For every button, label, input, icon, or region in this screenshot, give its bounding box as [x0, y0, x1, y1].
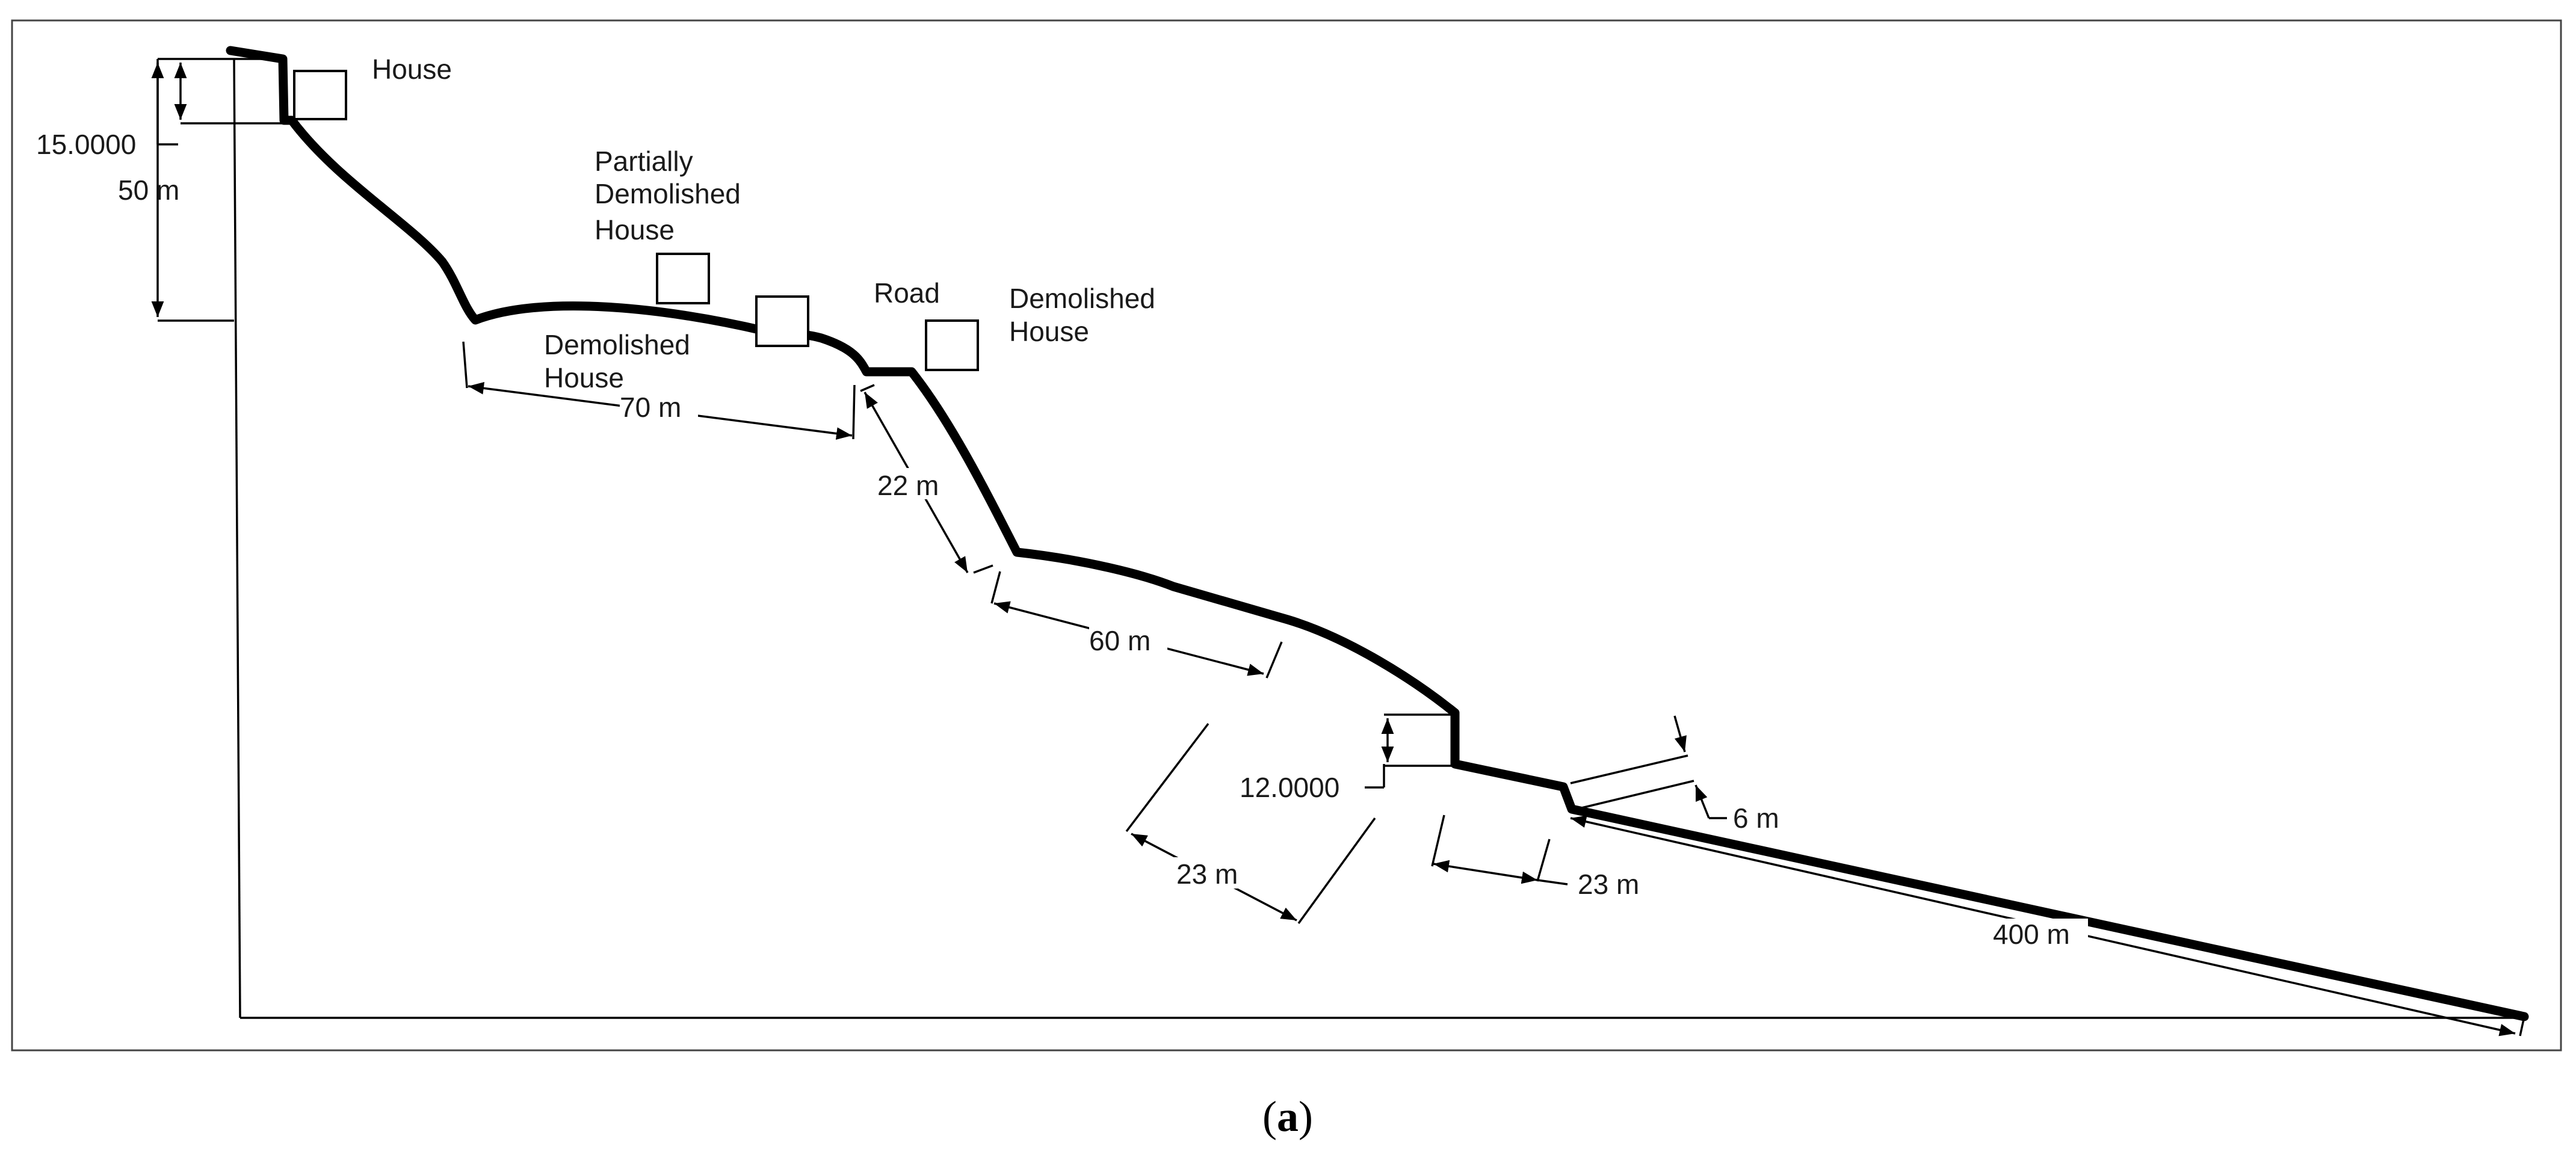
svg-text:60 m: 60 m: [1089, 625, 1151, 656]
svg-text:70 m: 70 m: [620, 392, 681, 423]
svg-text:400 m: 400 m: [1993, 919, 2070, 950]
dimension-23m-right: 23 m: [1431, 815, 1639, 900]
demolished-house-box-2: [925, 319, 979, 371]
label-road: Road: [874, 277, 940, 309]
dimension-22m: 22 m: [860, 384, 993, 574]
label-demolished-house-1: Demolished House: [544, 329, 698, 393]
label-demolished-house-2: Demolished House: [1009, 283, 1163, 347]
ground-profile: [226, 46, 2529, 1021]
dimension-15: 15.0000: [36, 58, 292, 160]
dimension-400m: 400 m: [1570, 815, 2525, 1036]
label-partially-demolished-house: Partially Demolished House: [595, 146, 749, 245]
partially-demolished-house-box: [656, 253, 710, 304]
svg-text:22 m: 22 m: [877, 470, 939, 501]
figure-caption: (a): [1262, 1092, 1313, 1141]
dimension-50m: 50 m: [118, 63, 234, 322]
dimension-12: 12.0000: [1240, 713, 1455, 803]
svg-text:6 m: 6 m: [1733, 802, 1779, 834]
vertical-axis-line: [233, 58, 241, 1018]
label-house: House: [372, 54, 452, 85]
figure-frame: [11, 19, 2562, 1052]
demolished-house-box-1: [755, 295, 809, 347]
house-box: [293, 70, 347, 120]
dimension-70m: 70 m: [462, 341, 856, 440]
svg-text:23 m: 23 m: [1176, 858, 1238, 890]
svg-text:50 m: 50 m: [118, 174, 179, 206]
svg-text:15.0000: 15.0000: [36, 129, 136, 160]
svg-text:23 m: 23 m: [1578, 869, 1639, 900]
dimension-23m-left: 23 m: [1125, 722, 1376, 925]
dimension-60m: 60 m: [990, 571, 1283, 679]
svg-text:12.0000: 12.0000: [1240, 772, 1339, 803]
